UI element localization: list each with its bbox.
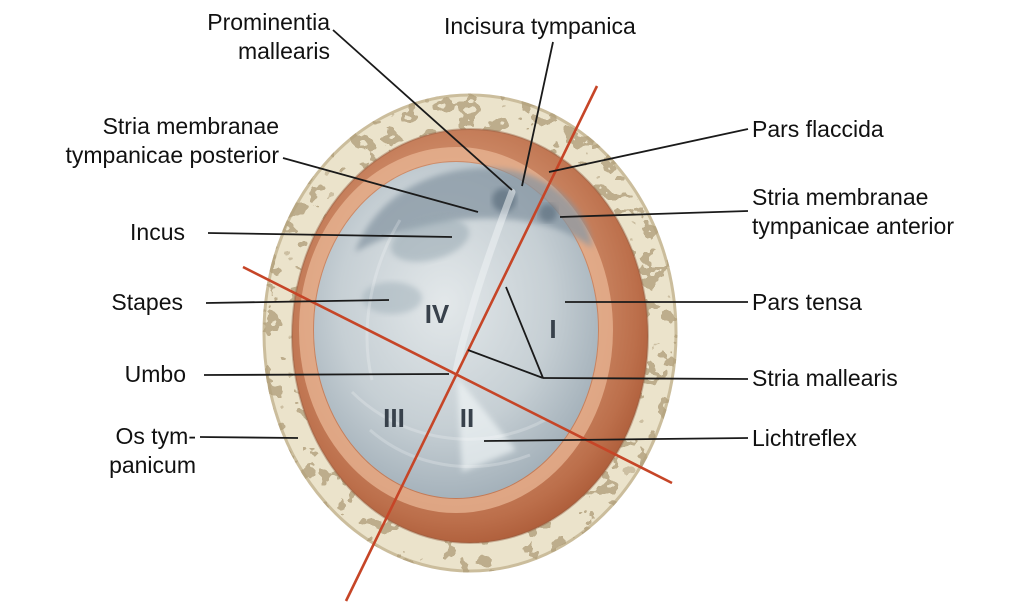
leader-stria-mallearis [542,377,749,380]
label-stria-membranae-tympanicae-anterior: Stria membranae tympanicae anterior [752,184,954,240]
leader-lines [199,29,749,442]
axis-line-perpendicular [242,265,673,485]
leader-prominentia-mallearis [332,29,513,191]
label-stria-membranae-tympanicae-posterior: Stria membranae tympanicae posterior [65,113,280,169]
quadrant-numeral-IV: IV [425,299,450,329]
label-pars-flaccida: Pars flaccida [752,116,884,142]
leader-lichtreflex [483,437,749,442]
leader-incus [207,232,453,238]
label-stapes: Stapes [111,289,183,315]
axis-line-malleus [344,85,599,602]
quadrant-numeral-III: III [383,403,405,433]
leader-stria-anterior [559,210,749,218]
canal-inner-rim [299,147,613,513]
leader-stria-mallearis-branch-lower [467,349,544,379]
quadrant-numerals: IV I III II [383,299,556,433]
label-lichtreflex: Lichtreflex [752,425,857,451]
leader-stria-mallearis-branch-upper [505,286,544,379]
leader-umbo [203,373,450,376]
label-os-tympanicum: Os tym- panicum [109,423,196,479]
leader-incisura-tympanica [521,41,554,187]
quadrant-numeral-II: II [460,403,474,433]
tympanic-membrane [314,162,598,498]
incus-shadow [390,218,470,262]
label-stria-mallearis: Stria mallearis [752,365,898,391]
label-incisura-tympanica: Incisura tympanica [444,13,636,39]
quadrant-axis-lines [242,85,673,602]
label-incus: Incus [130,219,185,245]
label-prominentia-mallearis: Prominentia mallearis [207,9,330,65]
leader-stapes [205,299,390,304]
stapes-shadow [362,282,422,314]
stria-mallearis-streak [452,188,516,376]
quadrant-numeral-I: I [549,314,556,344]
malleolar-fold-spot-anterior [539,204,557,222]
light-reflex [457,377,516,472]
leader-os-tympanicum [199,436,299,439]
label-pars-tensa: Pars tensa [752,289,862,315]
label-umbo: Umbo [124,361,186,387]
leader-pars-flaccida [548,128,749,173]
leader-stria-posterior [282,157,479,213]
